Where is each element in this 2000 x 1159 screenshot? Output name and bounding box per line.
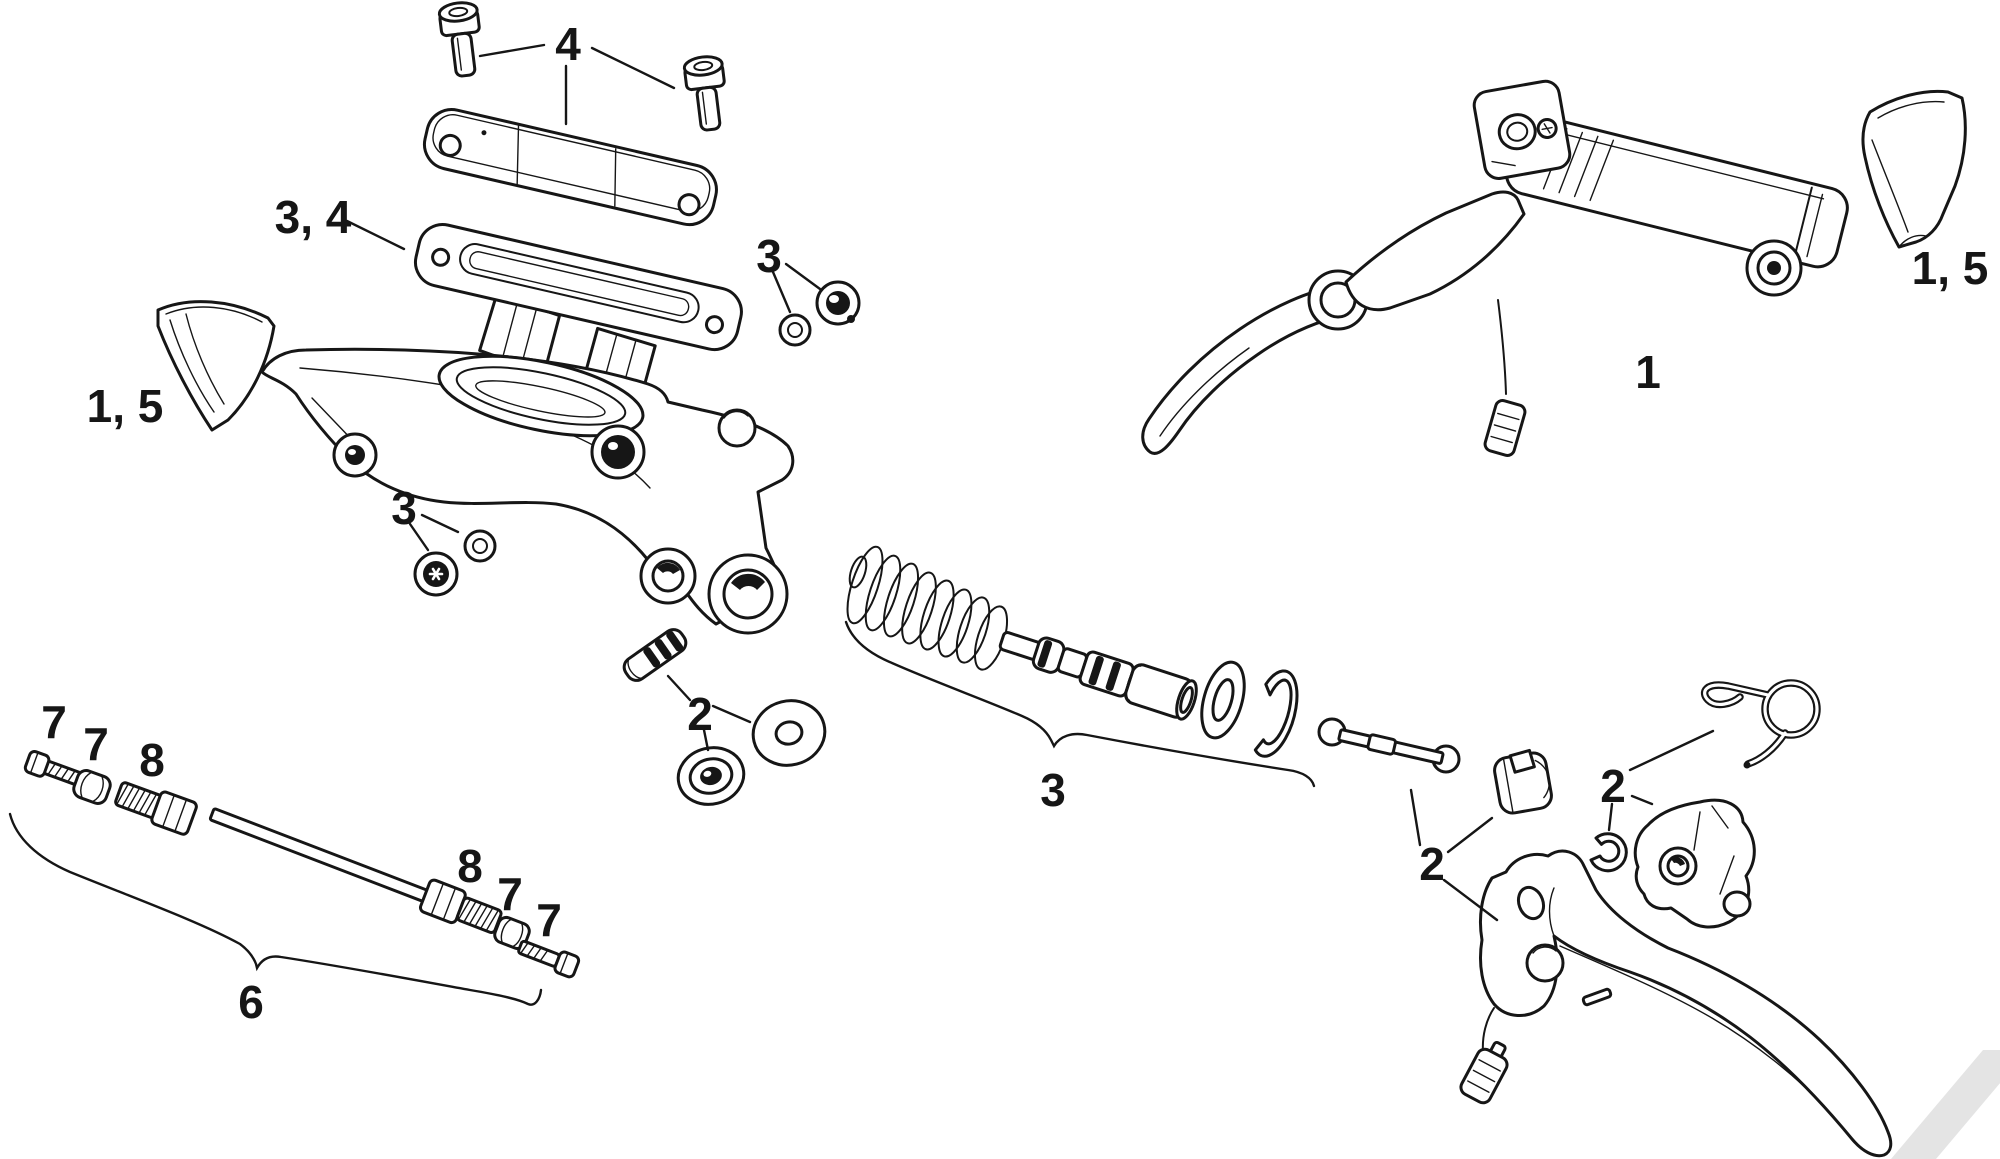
hose-olive-left-drawing (72, 769, 112, 805)
clamp-cover-left-drawing (156, 300, 276, 432)
piston-drawing (998, 630, 1198, 721)
lockring-drawing (1589, 832, 1628, 873)
pivot-pin-drawing (622, 628, 688, 682)
callout-hose-barb-left: 7 (41, 696, 67, 748)
hose-nut-right-drawing (418, 878, 503, 935)
reservoir-cover-drawing (422, 108, 718, 227)
hose-tube-drawing (208, 807, 431, 904)
assembled-lever-drawing (1141, 79, 1849, 457)
callout-cover-diaphragm: 3, 4 (275, 191, 352, 243)
reach-knob-drawing (1459, 1040, 1509, 1105)
master-cylinder-body-drawing (260, 347, 795, 635)
oring-drawing (778, 313, 812, 347)
watermark-chevron (1891, 1050, 2000, 1159)
piston-spring-drawing (846, 545, 1009, 671)
callout-pushrod-kit: 2 (1419, 838, 1445, 890)
leader-lines (345, 43, 1715, 922)
callout-spring-lockring: 2 (1600, 760, 1626, 812)
callout-hose-barb-right: 7 (536, 894, 562, 946)
pushrod-drawing (1317, 717, 1461, 774)
hose-nut-left-drawing (114, 781, 198, 836)
diaphragm-drawing (413, 223, 743, 396)
lever-blade-drawing (1478, 849, 1893, 1158)
cam-contact-drawing (1493, 748, 1553, 815)
hose-olive-right-drawing (493, 915, 531, 951)
callout-cover-bolts: 4 (555, 18, 581, 70)
seal-cup-drawing (676, 746, 746, 806)
mounting-bolt-right-drawing (681, 53, 732, 134)
brace-hose-kit (8, 812, 543, 1006)
callout-hose-kit: 6 (238, 976, 264, 1028)
clamp-cover-right-drawing (1861, 89, 1967, 249)
callout-hose-nut-left: 8 (139, 734, 165, 786)
callout-clamp-cover-right: 1, 5 (1912, 242, 1989, 294)
bushing-drawing (815, 280, 861, 326)
bleed-screw-drawing (413, 551, 459, 597)
circlip-drawing (1253, 669, 1299, 758)
torsion-spring-drawing (1700, 679, 1821, 769)
callout-pin-washer-cup: 2 (687, 688, 713, 740)
callout-hose-nut-right: 8 (457, 840, 483, 892)
mounting-bolt-left-drawing (436, 0, 487, 80)
callout-piston-kit: 3 (1040, 764, 1066, 816)
flat-washer-drawing (751, 699, 827, 767)
callout-clamp-cover-left: 1, 5 (87, 380, 164, 432)
brace-piston-kit (844, 620, 1316, 788)
callout-bushing-oring: 3 (756, 230, 782, 282)
hose-barb-right-drawing (517, 939, 581, 979)
callout-hose-olive-right: 7 (497, 868, 523, 920)
piston-washer-drawing (1200, 660, 1246, 740)
callout-lever-assembly: 1 (1635, 346, 1661, 398)
bleed-washer-drawing (463, 529, 497, 563)
callout-hose-olive-left: 7 (83, 718, 109, 770)
callout-bleed-screw: 3 (391, 482, 417, 534)
cam-lever-drawing (1633, 798, 1756, 929)
